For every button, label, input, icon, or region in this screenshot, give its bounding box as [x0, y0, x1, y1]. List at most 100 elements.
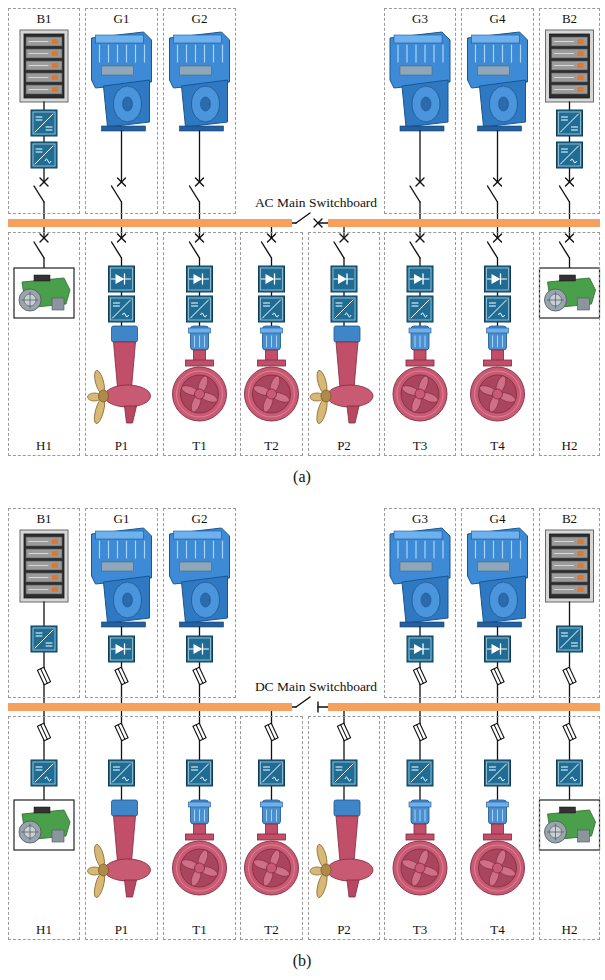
fuse-symbol	[115, 667, 128, 684]
battery-terminal	[578, 539, 584, 544]
battery-cable	[555, 553, 574, 554]
equipment-group-box: T4	[461, 716, 534, 940]
battery-cabinet	[20, 530, 68, 602]
cylinder-ridge	[99, 541, 100, 558]
battery-cable	[555, 589, 574, 590]
engine-top-cover	[394, 35, 442, 43]
propulsor-fin	[347, 880, 359, 897]
propulsion-branch	[310, 232, 373, 425]
dc-sign	[36, 120, 42, 121]
battery-terminal	[52, 587, 58, 592]
propulsor-motor	[112, 326, 138, 342]
engine-block	[170, 528, 230, 584]
dc-sign	[572, 130, 578, 131]
bus-connection	[43, 214, 44, 219]
power-converter-symbol	[187, 760, 213, 786]
motor-fin	[276, 336, 277, 347]
genset-illustration	[92, 528, 152, 627]
thruster-rib	[475, 845, 521, 891]
battery-module	[26, 85, 62, 94]
dc-sign	[192, 303, 198, 304]
genset-illustration	[468, 528, 528, 627]
converter-diagonal	[561, 114, 579, 132]
dc-sign	[562, 120, 568, 121]
hotel-load-branch	[14, 716, 74, 850]
cylinder-ridge	[475, 541, 476, 558]
battery-cable	[29, 89, 48, 90]
equipment-group-box: G1	[85, 508, 158, 698]
thruster-rib	[397, 845, 443, 891]
cylinder-ridge	[222, 45, 223, 62]
fuse-element	[41, 669, 48, 684]
thruster-inner	[479, 375, 517, 413]
ac-sign	[499, 313, 505, 317]
propulsor-pod	[327, 385, 373, 407]
diode-lead	[423, 279, 429, 280]
battery-module	[552, 573, 588, 582]
thruster-inner	[181, 375, 219, 413]
thruster-tunnel	[471, 841, 525, 895]
generator-body	[104, 80, 150, 127]
motor-fin	[497, 336, 498, 347]
breaker-blade	[334, 242, 344, 258]
converter-body	[109, 296, 135, 322]
fuse-element	[341, 725, 348, 740]
dc-sign	[36, 767, 42, 768]
azimuth-propulsor-illustration	[88, 326, 151, 425]
ac-sign	[345, 313, 351, 317]
thruster-tunnel	[173, 841, 227, 895]
circuit-breaker-symbol	[488, 234, 502, 258]
motor-fin	[266, 810, 267, 821]
fuse-symbol	[491, 667, 504, 684]
power-converter-symbol	[109, 760, 135, 786]
breaker-blade	[34, 186, 44, 202]
cylinder-ridge	[108, 45, 109, 62]
box-label: T1	[192, 438, 206, 453]
propulsor-pod	[105, 385, 151, 407]
converter-body	[187, 266, 213, 292]
converter-body	[259, 760, 285, 786]
dc-sign	[562, 633, 568, 634]
power-converter-symbol	[259, 760, 285, 786]
thruster-hub	[195, 863, 205, 873]
generator-hub	[123, 97, 133, 111]
diode-lead	[112, 649, 116, 650]
engine-manifold	[400, 66, 432, 75]
bus-connection	[419, 214, 420, 219]
battery-rack-illustration	[546, 530, 594, 602]
thruster-rib	[177, 845, 223, 891]
fuse-element	[494, 725, 501, 740]
breaker-blade	[560, 186, 570, 202]
dc-sign	[572, 127, 578, 128]
box-label: G3	[412, 11, 428, 26]
battery-branch	[546, 30, 594, 214]
power-converter-symbol	[557, 142, 583, 168]
battery-module	[26, 573, 62, 582]
power-converter-symbol	[331, 266, 357, 292]
cylinder-ridge	[484, 541, 485, 558]
machine-top	[34, 275, 50, 281]
diode-lead	[410, 649, 414, 650]
breaker-cross	[494, 234, 502, 242]
ac-sign	[421, 777, 427, 781]
equipment-group-box: T3	[384, 716, 456, 940]
thruster-flange	[484, 360, 512, 366]
battery-module	[26, 73, 62, 82]
bus-tie-blade	[296, 697, 310, 707]
generator-body	[182, 576, 228, 623]
thruster-motor-cap	[189, 328, 211, 333]
tunnel-thruster-illustration	[245, 326, 299, 421]
battery-cable	[29, 565, 48, 566]
box-label: T4	[490, 922, 504, 937]
propulsor-pod	[105, 859, 151, 881]
battery-branch	[20, 530, 68, 698]
breaker-cross	[196, 178, 204, 186]
equipment-group-box: B1	[8, 8, 80, 214]
fan-spoke	[555, 824, 556, 840]
converter-frame	[189, 268, 211, 290]
hotel-load-branch	[14, 232, 74, 318]
thruster-motor-cap	[409, 802, 431, 807]
genset-illustration	[390, 528, 450, 627]
ac-sign	[421, 313, 427, 317]
